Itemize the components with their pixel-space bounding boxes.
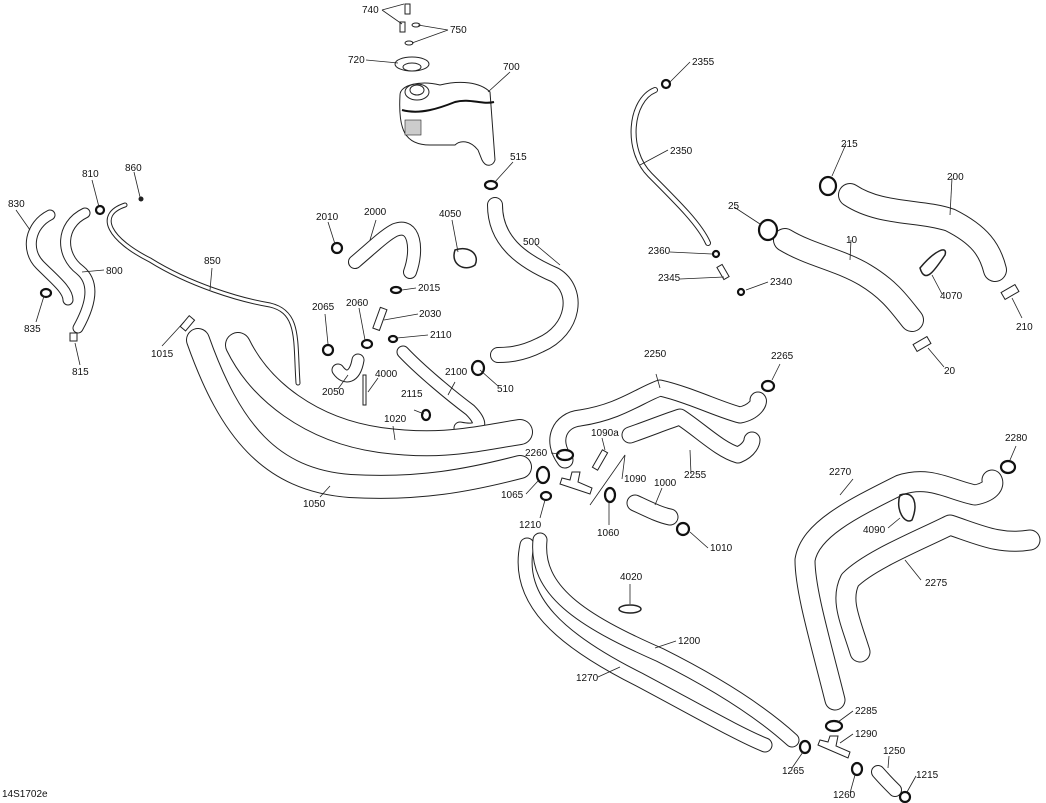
label-2255[interactable]: 2255 bbox=[684, 470, 707, 481]
label-20[interactable]: 20 bbox=[944, 366, 956, 377]
label-2275[interactable]: 2275 bbox=[925, 578, 948, 589]
reservoir-cap-720 bbox=[394, 56, 430, 72]
label-2110[interactable]: 2110 bbox=[430, 330, 452, 341]
clamps bbox=[39, 78, 1017, 803]
label-1010[interactable]: 1010 bbox=[710, 543, 733, 554]
label-4050[interactable]: 4050 bbox=[439, 209, 462, 220]
label-1215[interactable]: 1215 bbox=[916, 770, 939, 781]
label-1260[interactable]: 1260 bbox=[833, 790, 856, 801]
label-800[interactable]: 800 bbox=[106, 266, 123, 277]
label-2270[interactable]: 2270 bbox=[829, 467, 852, 478]
hose-200 bbox=[838, 183, 1007, 282]
label-210[interactable]: 210 bbox=[1016, 322, 1033, 333]
hose-1020 bbox=[225, 332, 533, 457]
label-700[interactable]: 700 bbox=[503, 62, 520, 73]
label-1015[interactable]: 1015 bbox=[151, 349, 174, 360]
label-830[interactable]: 830 bbox=[8, 199, 25, 210]
label-2115[interactable]: 2115 bbox=[401, 389, 423, 400]
hose-1250 bbox=[871, 765, 902, 797]
hose-2050 bbox=[331, 353, 365, 383]
label-4070[interactable]: 4070 bbox=[940, 291, 963, 302]
label-2350[interactable]: 2350 bbox=[670, 146, 693, 157]
hose-2000 bbox=[348, 221, 422, 279]
label-1000[interactable]: 1000 bbox=[654, 478, 677, 489]
label-1050[interactable]: 1050 bbox=[303, 499, 326, 510]
label-215[interactable]: 215 bbox=[841, 139, 858, 150]
label-10[interactable]: 10 bbox=[846, 235, 858, 246]
hose-2350 bbox=[630, 87, 711, 246]
label-515[interactable]: 515 bbox=[510, 152, 527, 163]
label-1250[interactable]: 1250 bbox=[883, 746, 906, 757]
hose-1050 bbox=[186, 328, 532, 499]
label-860[interactable]: 860 bbox=[125, 163, 142, 174]
label-2100[interactable]: 2100 bbox=[445, 367, 468, 378]
hose-800 bbox=[60, 207, 96, 334]
label-2015[interactable]: 2015 bbox=[418, 283, 441, 294]
label-1090[interactable]: 1090 bbox=[624, 474, 647, 485]
label-2030[interactable]: 2030 bbox=[419, 309, 442, 320]
label-2250[interactable]: 2250 bbox=[644, 349, 667, 360]
hose-1000 bbox=[626, 494, 679, 526]
label-850[interactable]: 850 bbox=[204, 256, 221, 267]
washers-750 bbox=[404, 22, 421, 46]
label-2260[interactable]: 2260 bbox=[525, 448, 548, 459]
hose-830 bbox=[25, 209, 74, 306]
label-1065[interactable]: 1065 bbox=[501, 490, 524, 501]
label-750[interactable]: 750 bbox=[450, 25, 467, 36]
label-815[interactable]: 815 bbox=[72, 367, 89, 378]
label-2065[interactable]: 2065 bbox=[312, 302, 335, 313]
label-1270[interactable]: 1270 bbox=[576, 673, 599, 684]
label-1060[interactable]: 1060 bbox=[597, 528, 620, 539]
figure-id: 14S1702e bbox=[2, 789, 48, 800]
hose-2275 bbox=[835, 514, 1041, 663]
hose-1200 bbox=[532, 532, 800, 748]
label-4090[interactable]: 4090 bbox=[863, 525, 886, 536]
label-4000[interactable]: 4000 bbox=[375, 369, 398, 380]
label-200[interactable]: 200 bbox=[947, 172, 964, 183]
hose-1270 bbox=[517, 537, 773, 753]
label-1210[interactable]: 1210 bbox=[519, 520, 542, 531]
label-500[interactable]: 500 bbox=[523, 237, 540, 248]
label-2265[interactable]: 2265 bbox=[771, 351, 794, 362]
hose-2250 bbox=[549, 379, 767, 469]
hose-500 bbox=[487, 197, 579, 363]
ties bbox=[453, 248, 947, 614]
label-25[interactable]: 25 bbox=[728, 201, 740, 212]
label-1290[interactable]: 1290 bbox=[855, 729, 878, 740]
label-2285[interactable]: 2285 bbox=[855, 706, 878, 717]
label-810[interactable]: 810 bbox=[82, 169, 99, 180]
label-2345[interactable]: 2345 bbox=[658, 273, 681, 284]
screws-740 bbox=[399, 3, 411, 33]
label-2355[interactable]: 2355 bbox=[692, 57, 715, 68]
label-835[interactable]: 835 bbox=[24, 324, 41, 335]
label-2000[interactable]: 2000 bbox=[364, 207, 387, 218]
hose-2270 bbox=[794, 469, 1004, 711]
coolant-reservoir-700 bbox=[399, 81, 496, 166]
label-2060[interactable]: 2060 bbox=[346, 298, 369, 309]
label-1020[interactable]: 1020 bbox=[384, 414, 407, 425]
label-2360[interactable]: 2360 bbox=[648, 246, 671, 257]
label-2050[interactable]: 2050 bbox=[322, 387, 345, 398]
hose-2255 bbox=[621, 408, 761, 464]
label-2280[interactable]: 2280 bbox=[1005, 433, 1028, 444]
label-4020[interactable]: 4020 bbox=[620, 572, 643, 583]
hose-10 bbox=[773, 228, 924, 332]
label-2010[interactable]: 2010 bbox=[316, 212, 339, 223]
label-1200[interactable]: 1200 bbox=[678, 636, 701, 647]
label-510[interactable]: 510 bbox=[497, 384, 514, 395]
label-2340[interactable]: 2340 bbox=[770, 277, 793, 288]
leader-lines bbox=[15, 3, 1023, 794]
label-1265[interactable]: 1265 bbox=[782, 766, 805, 777]
label-720[interactable]: 720 bbox=[348, 55, 365, 66]
label-1090a[interactable]: 1090a bbox=[591, 428, 619, 439]
hose-850 bbox=[106, 202, 301, 386]
label-740[interactable]: 740 bbox=[362, 5, 379, 16]
fittings bbox=[69, 196, 1020, 759]
